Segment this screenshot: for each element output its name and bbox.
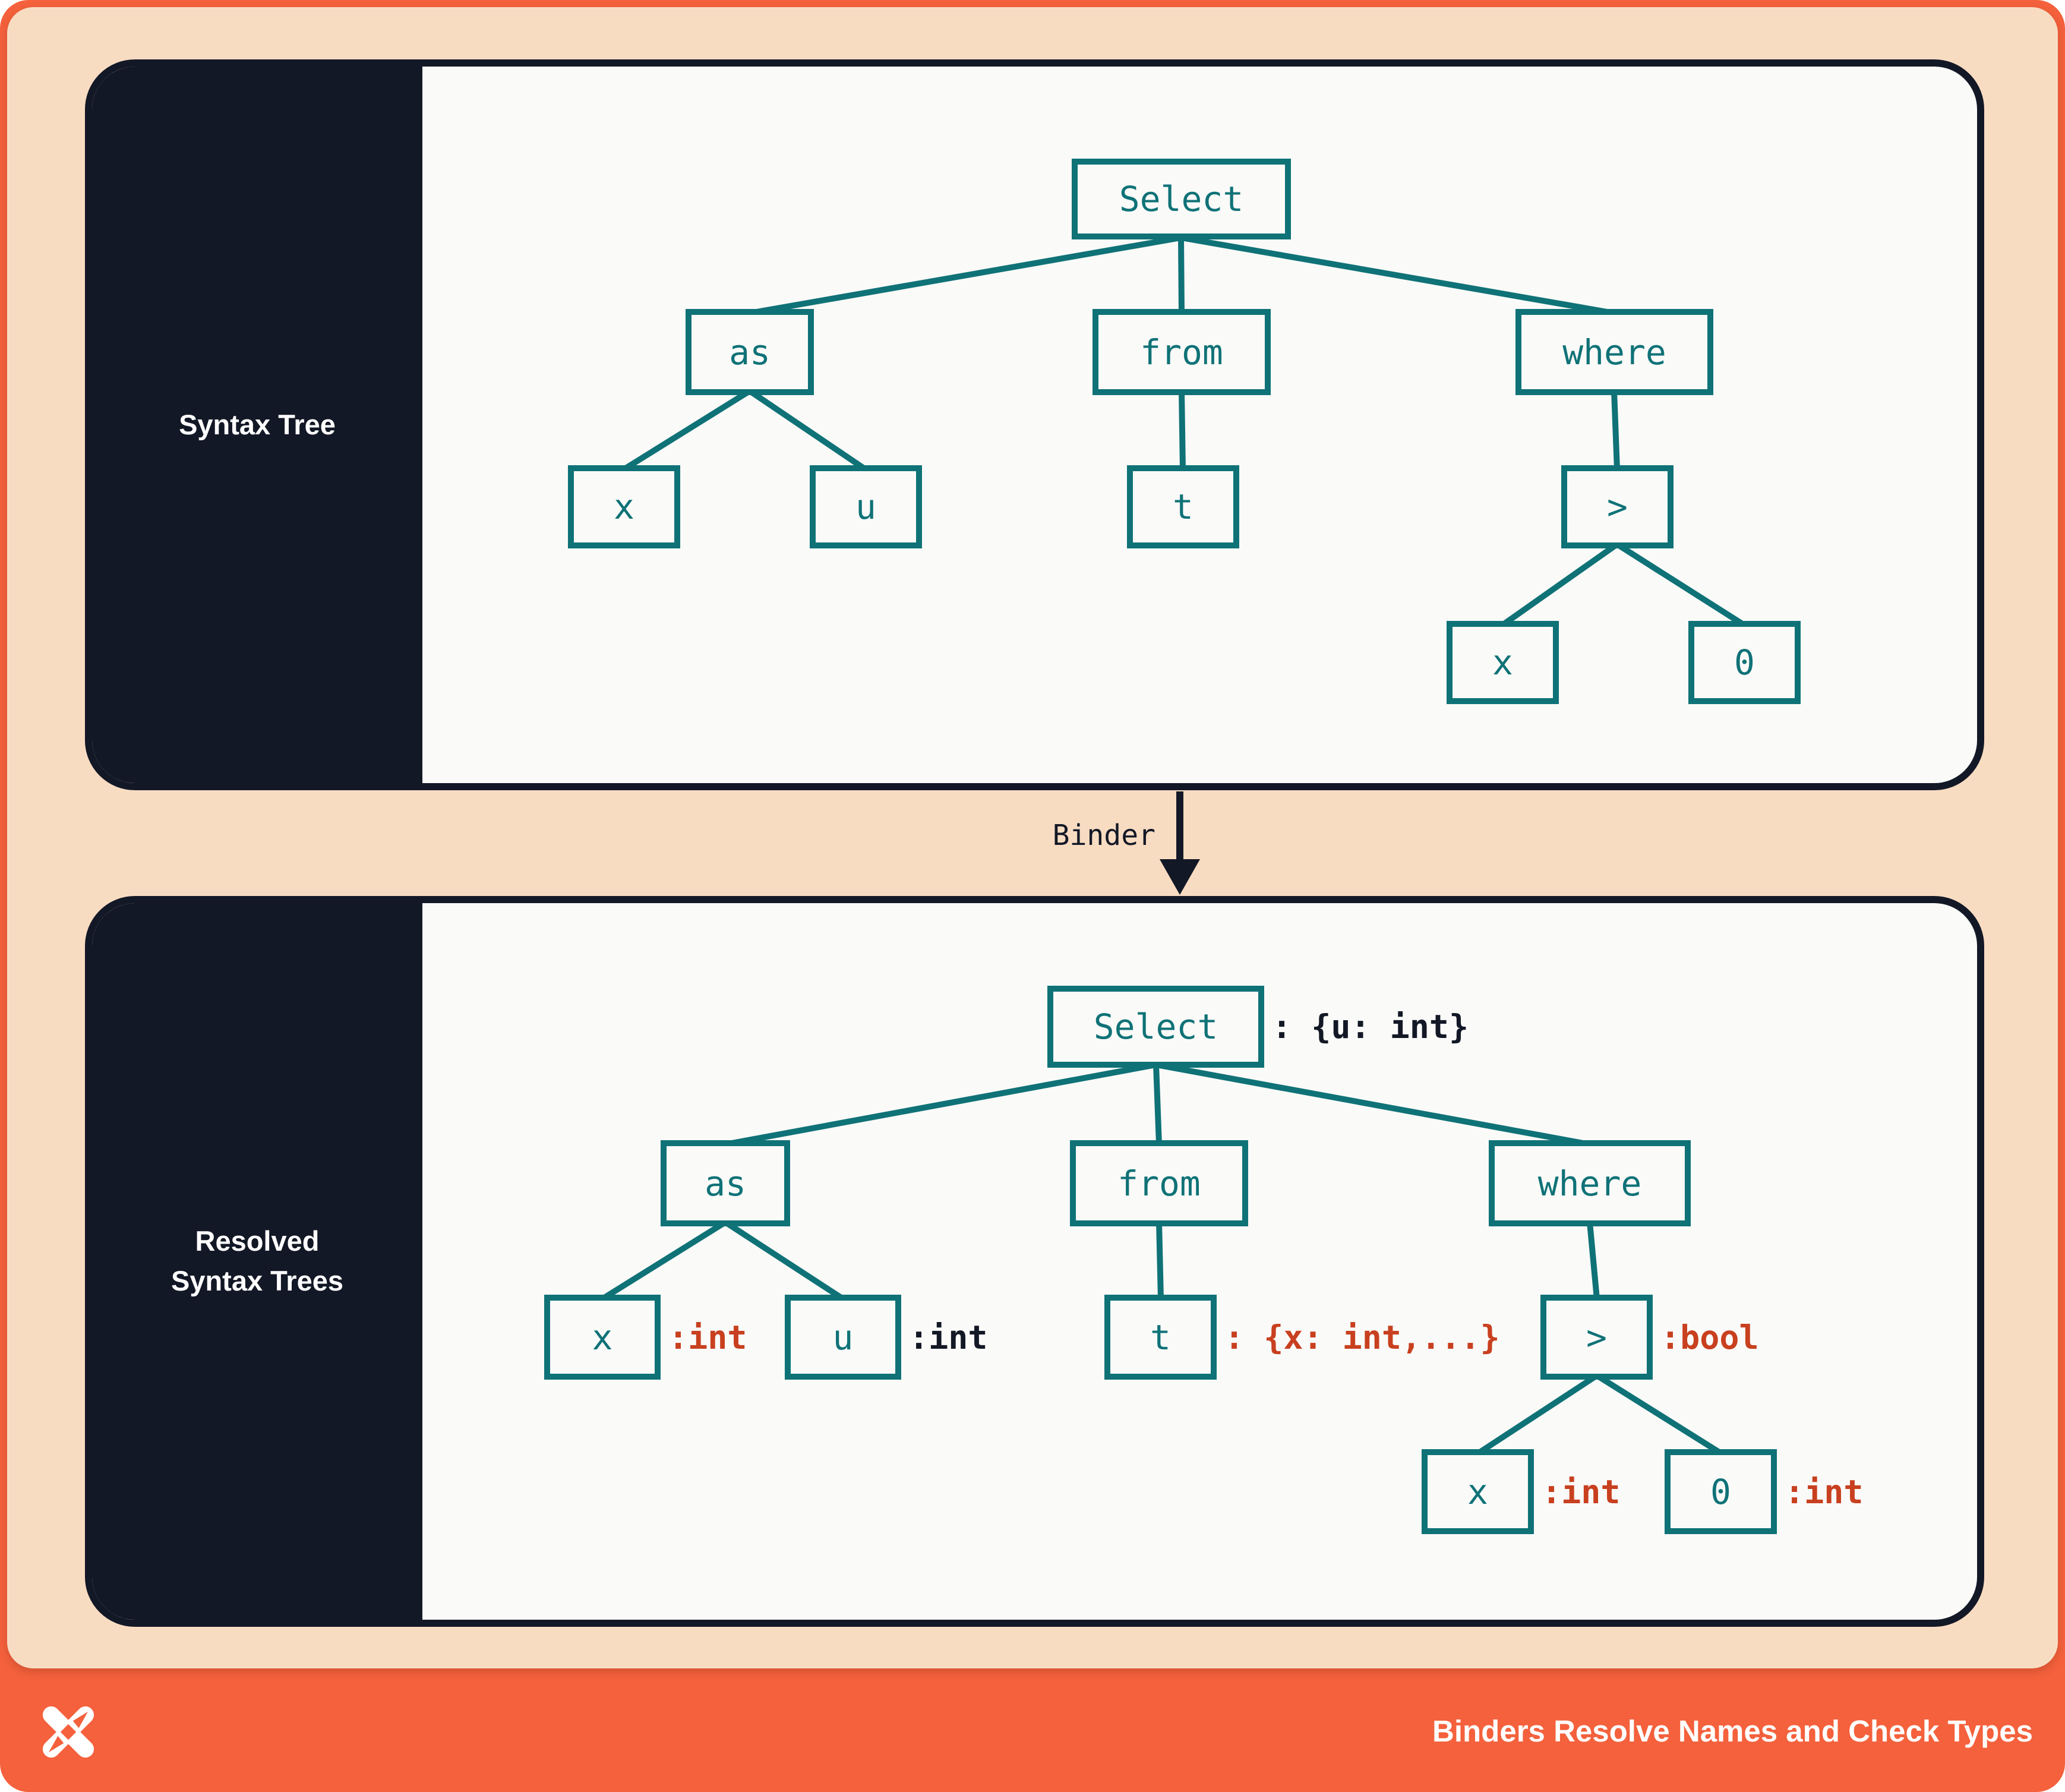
- resolved-node-x: x :int: [544, 1295, 747, 1380]
- top-node-x-leaf: x: [1447, 621, 1559, 704]
- resolved-x-leaf-type-annotation: :int: [1542, 1472, 1621, 1511]
- resolved-node-select-box: Select: [1047, 986, 1264, 1068]
- resolved-select-type-annotation: : {u: int}: [1272, 1008, 1469, 1046]
- resolved-syntax-trees-panel-title: Resolved Syntax Trees: [171, 1222, 343, 1301]
- top-node-as-box: as: [686, 309, 814, 395]
- resolved-node-where-box: where: [1489, 1140, 1691, 1226]
- resolved-node-as: as: [661, 1140, 790, 1226]
- syntax-tree-panel: Syntax Tree: [85, 59, 1984, 790]
- top-node-zero-box: 0: [1688, 621, 1801, 704]
- resolved-node-zero-box: 0: [1665, 1449, 1777, 1534]
- top-node-select-box: Select: [1072, 159, 1291, 239]
- resolved-node-x-leaf: x :int: [1422, 1449, 1620, 1534]
- resolved-title-line2: Syntax Trees: [170, 1265, 343, 1296]
- resolved-node-x-leaf-box: x: [1422, 1449, 1534, 1534]
- top-node-x: x: [568, 465, 680, 548]
- top-node-zero: 0: [1688, 621, 1801, 704]
- top-node-t: t: [1127, 465, 1239, 548]
- top-node-where: where: [1515, 309, 1713, 395]
- resolved-node-from-box: from: [1070, 1140, 1248, 1226]
- resolved-syntax-trees-sidebar: Resolved Syntax Trees: [92, 903, 422, 1620]
- resolved-node-t-box: t: [1104, 1295, 1217, 1380]
- syntax-tree-panel-title: Syntax Tree: [179, 408, 336, 440]
- top-node-greater-than: >: [1561, 465, 1674, 548]
- top-node-x-box: x: [568, 465, 680, 548]
- top-node-x-leaf-box: x: [1447, 621, 1559, 704]
- resolved-node-x-box: x: [544, 1295, 661, 1380]
- resolved-u-type-annotation: :int: [909, 1318, 988, 1356]
- top-node-u: u: [810, 465, 922, 548]
- resolved-node-as-box: as: [661, 1140, 790, 1226]
- resolved-zero-type-annotation: :int: [1785, 1472, 1864, 1511]
- resolved-title-line1: Resolved: [195, 1225, 320, 1257]
- resolved-node-u: u :int: [785, 1295, 987, 1380]
- resolved-node-where: where: [1489, 1140, 1691, 1226]
- top-node-select: Select: [1072, 159, 1291, 239]
- top-node-from: from: [1093, 309, 1271, 395]
- top-node-t-box: t: [1127, 465, 1239, 548]
- resolved-greater-than-type-annotation: :bool: [1660, 1318, 1759, 1356]
- top-node-where-box: where: [1515, 309, 1713, 395]
- top-node-from-box: from: [1093, 309, 1271, 395]
- resolved-node-select: Select : {u: int}: [1047, 986, 1469, 1068]
- resolved-node-u-box: u: [785, 1295, 901, 1380]
- pinwheel-x-logo: [42, 1706, 94, 1758]
- footer-caption: Binders Resolve Names and Check Types: [1432, 1714, 2033, 1748]
- resolved-node-greater-than: > :bool: [1540, 1295, 1759, 1380]
- top-node-greater-than-box: >: [1561, 465, 1674, 548]
- resolved-node-from: from: [1070, 1140, 1248, 1226]
- binder-label: Binder: [1052, 819, 1155, 852]
- top-node-u-box: u: [810, 465, 922, 548]
- resolved-node-zero: 0 :int: [1665, 1449, 1863, 1534]
- resolved-node-t: t : {x: int,...}: [1104, 1295, 1500, 1380]
- resolved-x-type-annotation: :int: [668, 1318, 747, 1356]
- top-node-as: as: [686, 309, 814, 395]
- syntax-tree-sidebar: Syntax Tree: [92, 67, 422, 783]
- resolved-node-greater-than-box: >: [1540, 1295, 1653, 1380]
- resolved-t-type-annotation: : {x: int,...}: [1224, 1318, 1500, 1356]
